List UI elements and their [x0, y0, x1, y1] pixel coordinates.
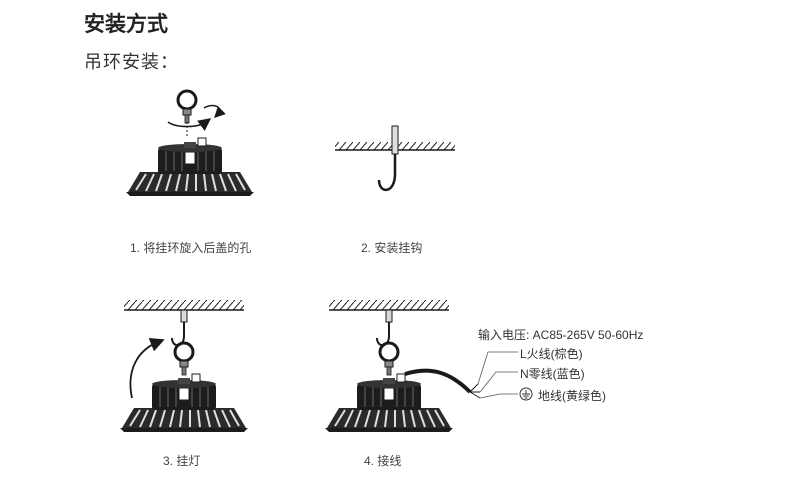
- step-1-illustration: [125, 89, 255, 197]
- highbay-lamp-icon: [125, 137, 255, 197]
- neutral-wire-label: N零线(蓝色): [520, 367, 585, 381]
- ceiling-hook-icon: [328, 299, 450, 347]
- live-wire-label: L火线(棕色): [520, 347, 583, 361]
- step-3-caption: 3. 挂灯: [163, 454, 201, 468]
- step-4-illustration: [324, 299, 533, 433]
- power-cable: [404, 368, 472, 394]
- step-2-illustration: [335, 125, 455, 191]
- step-2-caption: 2. 安装挂钩: [361, 241, 423, 255]
- lift-arrow-icon: [129, 337, 165, 399]
- input-voltage-label: 输入电压: AC85-265V 50-60Hz: [478, 328, 644, 342]
- eyebolt-icon: [378, 341, 400, 377]
- page-title: 安装方式: [84, 13, 168, 36]
- ceiling-hook-icon: [123, 299, 245, 347]
- highbay-lamp-icon: [119, 373, 249, 433]
- rotate-arrow-icon: [203, 104, 226, 118]
- step-1-caption: 1. 将挂环旋入后盖的孔: [130, 241, 252, 255]
- ground-wire-label: 地线(黄绿色): [538, 389, 606, 403]
- ground-symbol-icon: [519, 387, 533, 401]
- eyebolt-icon: [176, 89, 198, 125]
- step-4-caption: 4. 接线: [364, 454, 402, 468]
- ceiling-hook-icon: [335, 125, 455, 191]
- page-subtitle: 吊环安装：: [84, 52, 179, 72]
- highbay-lamp-icon: [324, 373, 454, 433]
- eyebolt-icon: [173, 341, 195, 377]
- step-3-illustration: [119, 299, 249, 433]
